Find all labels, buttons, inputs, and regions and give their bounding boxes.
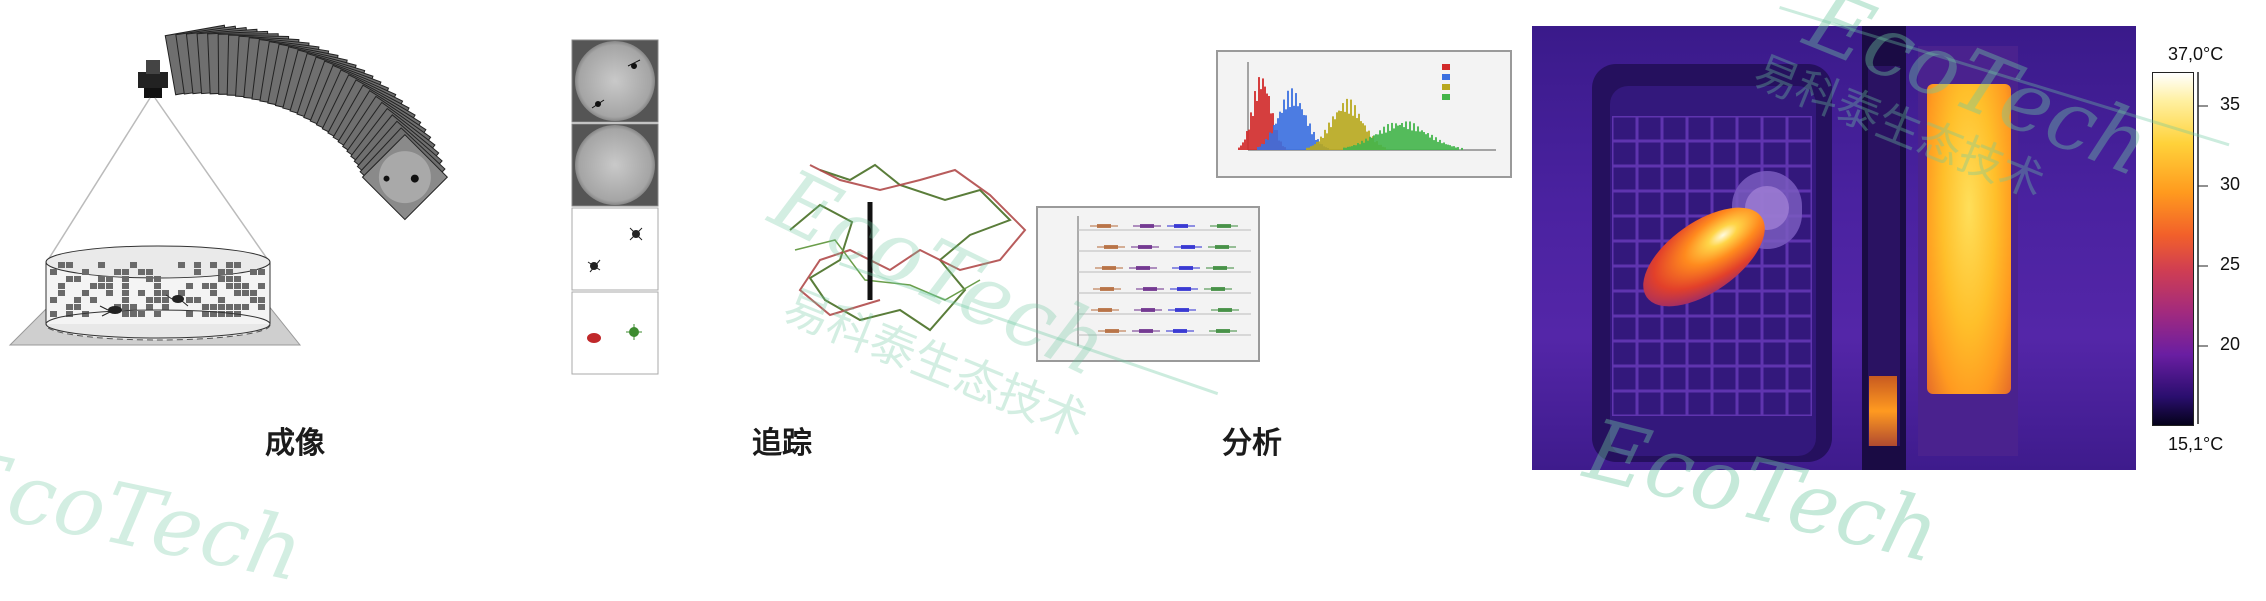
colorbar-tick: 35 (2220, 94, 2241, 114)
thermal-image (1532, 26, 2136, 470)
imaging-panel (0, 0, 480, 504)
colorbar-tick: 25 (2220, 254, 2241, 274)
colorbar-tick: 30 (2220, 174, 2241, 194)
imaging-label: 成像 (265, 426, 325, 461)
fly-icon (165, 294, 189, 307)
image-frame (361, 134, 449, 221)
tracking-label: 追踪 (752, 426, 812, 461)
histogram-panel (1216, 50, 1512, 178)
camera-icon (138, 60, 168, 98)
tracking-panel (570, 38, 660, 378)
tracking-frame (571, 39, 659, 123)
analysis-label: 分析 (1222, 426, 1282, 461)
thermal-max-label: 37,0°C (2168, 44, 2224, 64)
boxplot-panel (1036, 206, 1260, 362)
thermal-colorbar (2152, 72, 2194, 426)
imaging-illustration (8, 24, 449, 346)
tracking-frame (571, 123, 659, 207)
trajectory-plot (789, 163, 1027, 332)
colorbar-tick: 20 (2220, 334, 2241, 354)
tracking-frame (571, 207, 659, 291)
tracking-frame (571, 291, 659, 375)
legend-swatches (1442, 64, 1450, 100)
fly-icon (99, 305, 122, 317)
thermal-min-label: 15,1°C (2168, 434, 2224, 454)
